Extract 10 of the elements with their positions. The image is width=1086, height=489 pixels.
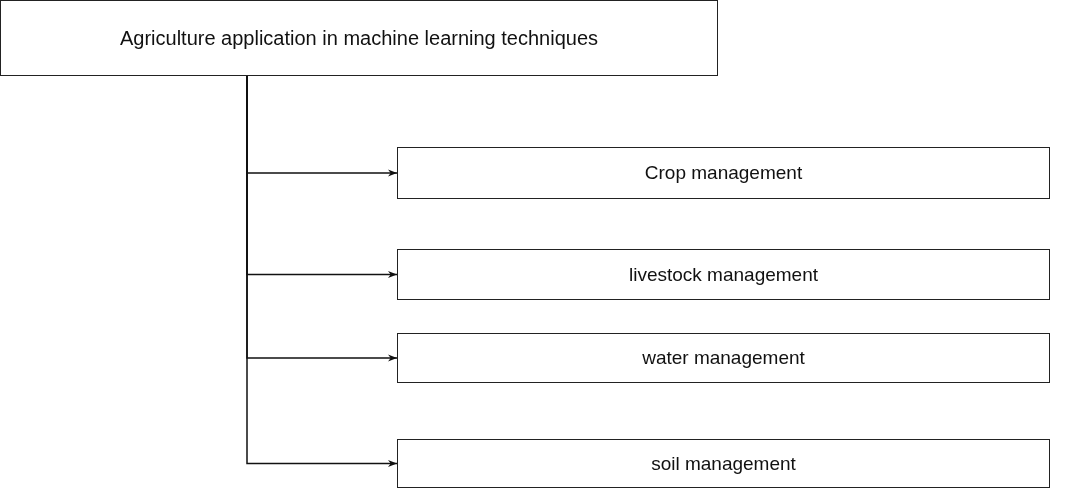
box-label: livestock management [628, 263, 818, 286]
box-label: Crop management [644, 162, 803, 184]
title-text: Agriculture application in machine learning techniques [119, 26, 599, 50]
title-box [0, 0, 718, 76]
process-box [397, 333, 1050, 383]
box-label: water management [642, 347, 805, 369]
process-box [397, 147, 1050, 199]
process-box [397, 439, 1050, 488]
box-label: soil management [651, 452, 796, 475]
process-box [397, 249, 1050, 300]
